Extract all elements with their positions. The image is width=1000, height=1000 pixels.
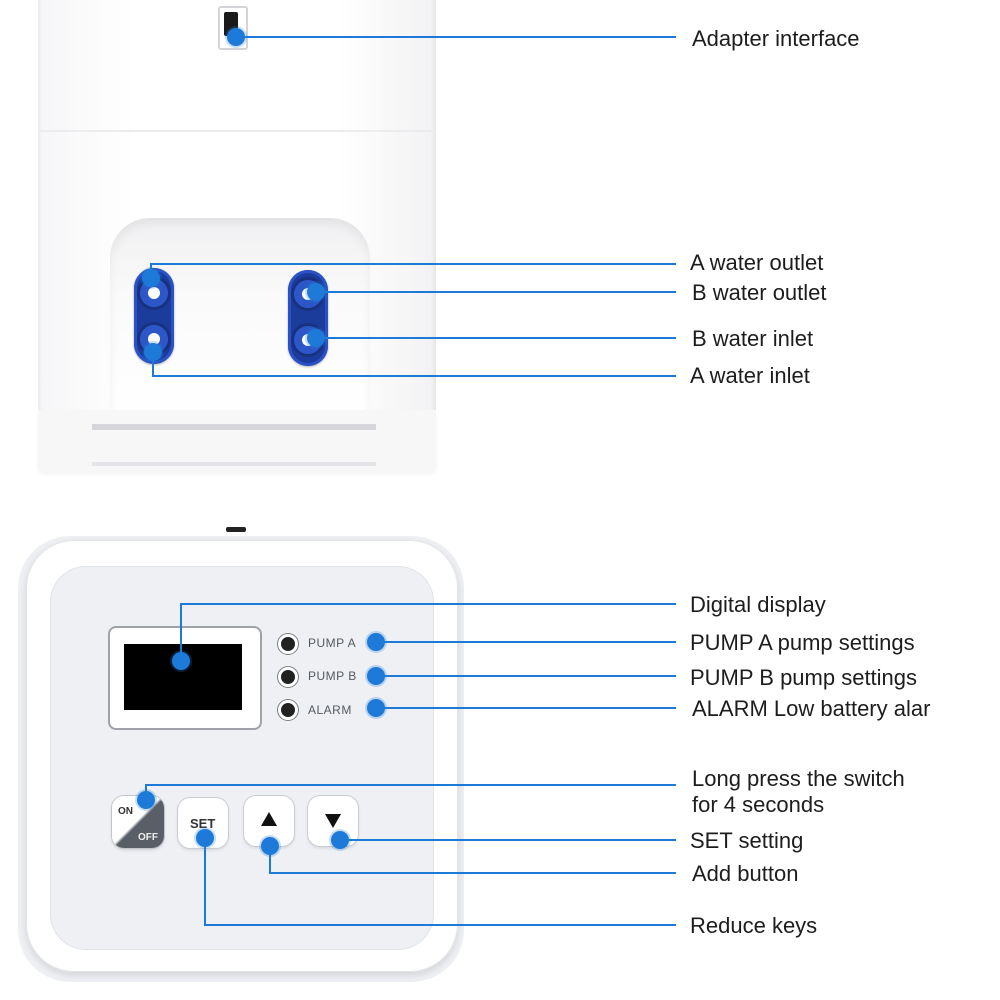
alarm-led [278, 700, 298, 720]
label-reduce-keys: Reduce keys [690, 913, 818, 938]
leader-digital-display [180, 603, 676, 661]
label-add-button: Add button [692, 861, 799, 886]
callout-dot-b-inlet [307, 329, 325, 347]
leader-add-button [269, 846, 676, 874]
callout-dot-a-inlet [144, 343, 162, 361]
base-groove [92, 424, 376, 430]
callout-dot-a-outlet [142, 269, 160, 287]
leader-a-water-inlet [152, 352, 676, 377]
label-pump-b-settings: PUMP B pump settings [690, 665, 918, 690]
label-b-water-inlet: B water inlet [692, 326, 814, 351]
callout-dot-alarm [367, 699, 385, 717]
up-triangle-icon [261, 812, 277, 826]
housing-seam [38, 130, 436, 132]
leader-reduce-keys [204, 838, 676, 926]
callout-dot-adapter [227, 28, 245, 46]
power-switch-off-label: OFF [138, 832, 158, 843]
pump-a-led-label: PUMP A [308, 636, 357, 650]
alarm-led-label: ALARM [308, 703, 352, 717]
controller-top-tab [226, 527, 246, 532]
callout-dot-set [196, 829, 214, 847]
base-groove-lower [92, 462, 376, 466]
set-button-label: SET [190, 816, 216, 831]
housing-base [38, 410, 436, 472]
pump-b-led-label: PUMP B [308, 669, 357, 683]
callout-dot-switch [137, 791, 155, 809]
pump-b-led [278, 667, 298, 687]
label-alarm-low-battery: ALARM Low battery alar [692, 696, 931, 721]
label-long-press-line2: for 4 seconds [692, 792, 825, 817]
label-adapter-interface: Adapter interface [692, 26, 860, 51]
label-digital-display: Digital display [690, 592, 826, 617]
label-pump-a-settings: PUMP A pump settings [690, 630, 915, 655]
callout-dot-add [261, 837, 279, 855]
callout-dot-pump-b [367, 667, 385, 685]
leader-long-press [145, 784, 676, 800]
label-a-water-inlet: A water inlet [690, 363, 810, 388]
callout-dot-display [172, 652, 190, 670]
leader-a-water-outlet [150, 263, 676, 278]
label-long-press-line1: Long press the switch [692, 766, 905, 791]
label-a-water-outlet: A water outlet [690, 250, 824, 275]
callout-dot-reduce [331, 831, 349, 849]
label-set-setting: SET setting [690, 828, 804, 853]
callout-dot-pump-a [367, 633, 385, 651]
label-b-water-outlet: B water outlet [692, 280, 827, 305]
power-switch-on-label: ON [118, 806, 133, 817]
down-triangle-icon [325, 814, 341, 828]
callout-dot-b-outlet [307, 283, 325, 301]
pump-a-led [278, 634, 298, 654]
